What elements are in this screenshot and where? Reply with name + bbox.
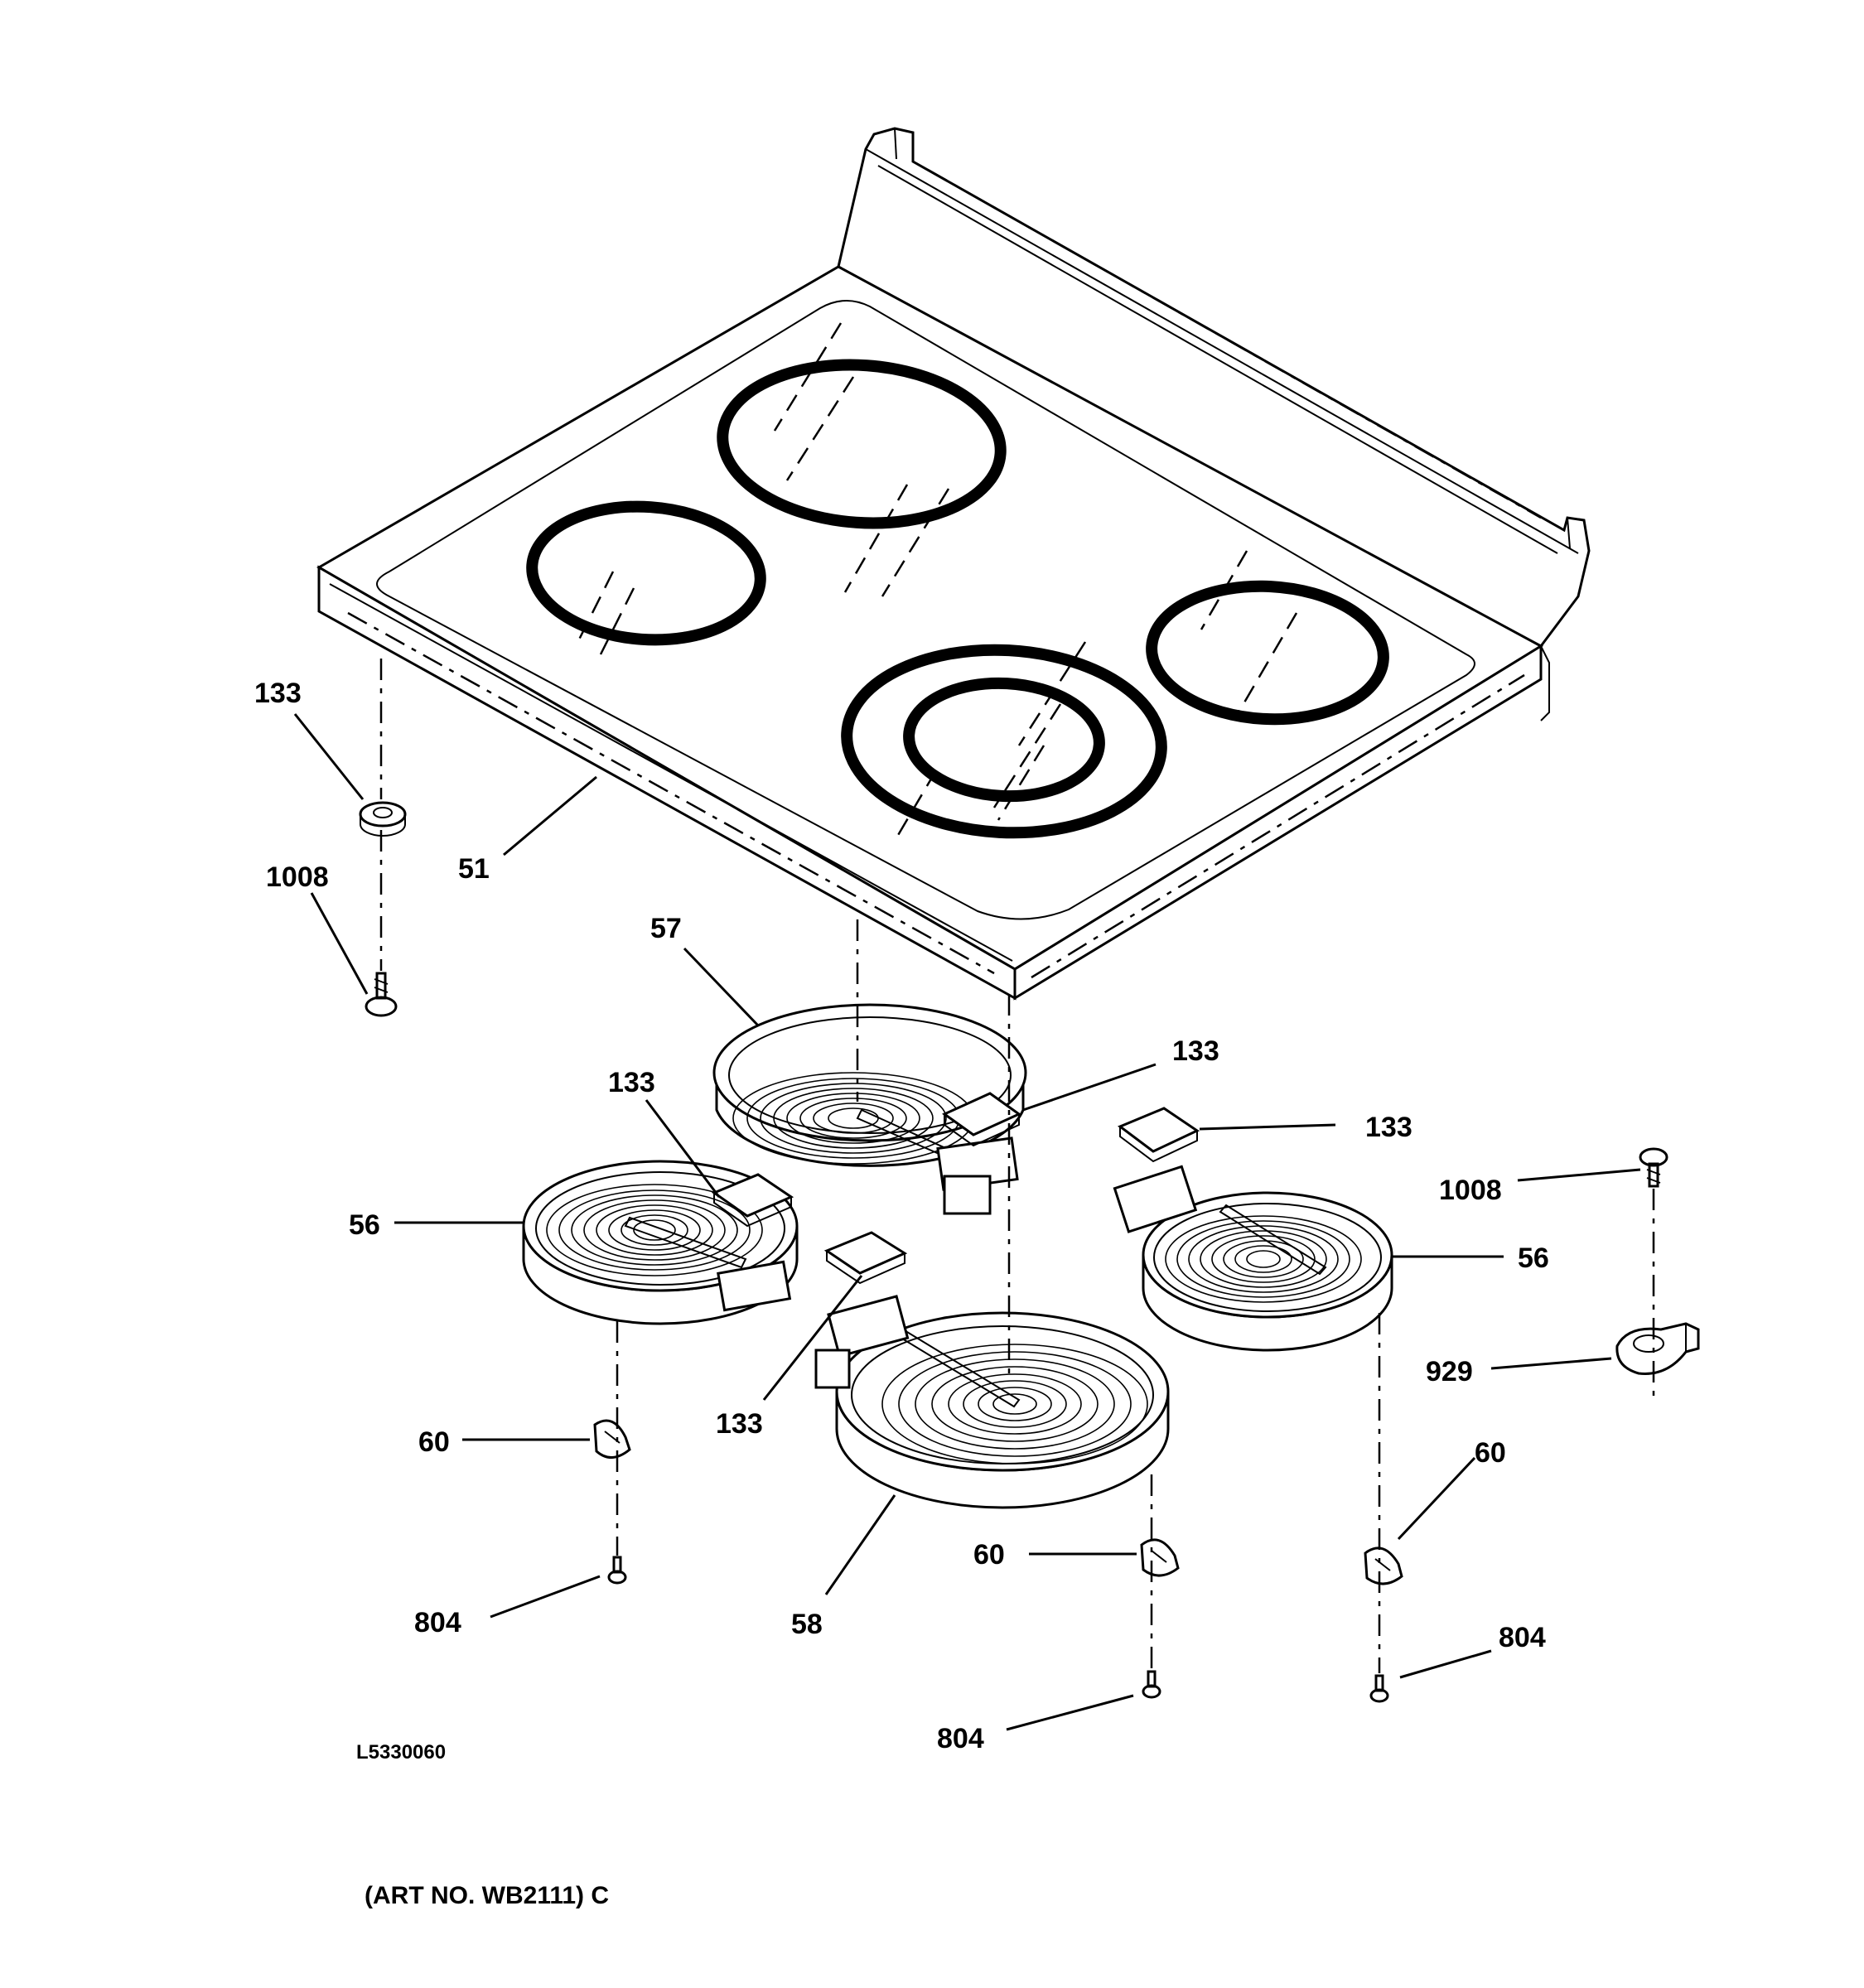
label-133-top-left: 133 xyxy=(254,678,302,709)
label-1008-left: 1008 xyxy=(266,861,329,893)
coil-58 xyxy=(881,1344,1148,1464)
label-57: 57 xyxy=(650,913,682,944)
coil-56-left xyxy=(546,1184,763,1276)
screw-1008-left xyxy=(365,972,398,1017)
insulator-grommet-left xyxy=(359,801,407,837)
label-133-upper-center: 133 xyxy=(1172,1035,1219,1067)
label-60-left: 60 xyxy=(418,1426,450,1458)
art-number: (ART NO. WB2111) C xyxy=(365,1882,609,1909)
label-60-center: 60 xyxy=(973,1539,1005,1571)
screw-804-center xyxy=(1142,1670,1161,1699)
label-1008-right: 1008 xyxy=(1439,1175,1502,1206)
label-929: 929 xyxy=(1426,1356,1473,1387)
retaining-clip-60-center xyxy=(1140,1538,1180,1577)
alignment-lines xyxy=(379,659,1655,1673)
radiant-element-57 xyxy=(712,1003,1027,1215)
label-56-right: 56 xyxy=(1518,1242,1549,1274)
radiant-element-58 xyxy=(814,1295,1170,1509)
label-56-left: 56 xyxy=(349,1209,380,1241)
screw-804-right xyxy=(1369,1674,1389,1703)
insulator-pad-upper-center xyxy=(942,1092,1021,1147)
drawing-code: L5330060 xyxy=(356,1741,446,1764)
coil-56-right xyxy=(1165,1215,1362,1303)
insulator-pad-right xyxy=(1117,1107,1200,1163)
label-51: 51 xyxy=(458,853,490,885)
label-60-right: 60 xyxy=(1475,1437,1506,1469)
mounting-bracket-929 xyxy=(1615,1322,1700,1375)
label-133-right: 133 xyxy=(1365,1112,1412,1143)
retaining-clip-60-left xyxy=(593,1419,631,1459)
label-804-center: 804 xyxy=(937,1723,984,1754)
label-133-mid-left: 133 xyxy=(608,1067,655,1098)
insulator-pad-mid-left xyxy=(711,1173,794,1228)
label-133-bottom-center: 133 xyxy=(716,1408,763,1440)
screw-804-left xyxy=(607,1556,627,1585)
label-58: 58 xyxy=(791,1609,823,1640)
retaining-clip-60-right xyxy=(1364,1546,1403,1585)
label-804-left: 804 xyxy=(414,1607,461,1638)
insulator-pad-bottom-center xyxy=(823,1231,908,1285)
radiant-element-56-left xyxy=(522,1160,799,1325)
leader-lines xyxy=(293,713,1641,1731)
screw-1008-right xyxy=(1639,1147,1668,1188)
callout-labels: 133 1008 51 57 133 133 133 1008 56 56 92… xyxy=(254,678,1549,1754)
label-804-right: 804 xyxy=(1499,1622,1546,1653)
radiant-element-56-right xyxy=(1113,1165,1393,1352)
cooktop-glass-panel xyxy=(316,127,1591,1001)
